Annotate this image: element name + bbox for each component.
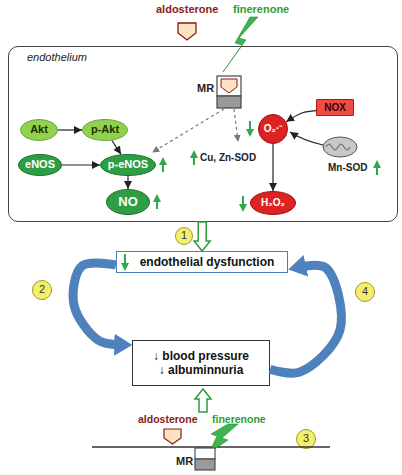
node-text: p-eNOS xyxy=(108,158,148,171)
node-text: p-Akt xyxy=(91,123,119,136)
aldosterone-symbol xyxy=(178,23,196,40)
decrease-arrow xyxy=(249,121,251,135)
callout-number-outline xyxy=(356,283,375,302)
kinase-ellipse-outline xyxy=(83,120,128,141)
receptor-symbol xyxy=(217,96,241,108)
node-text: Akt xyxy=(30,123,48,136)
dashed-arrow xyxy=(234,109,238,141)
feedback-arrow xyxy=(73,263,119,345)
callout-number-outline xyxy=(33,281,52,300)
enzyme-box: NOX xyxy=(316,99,354,116)
increase-arrow xyxy=(376,162,378,175)
callout-number: 3 xyxy=(296,429,316,449)
hollow-arrow xyxy=(194,222,210,251)
flow-arrow xyxy=(58,129,82,130)
flow-arrow xyxy=(286,111,316,122)
callout-number: 4 xyxy=(355,282,375,302)
callout-number: 1 xyxy=(175,227,193,245)
aldosterone-symbol xyxy=(221,79,237,93)
node-text: endothelium xyxy=(27,51,87,64)
drug-label: finerenone xyxy=(233,3,289,16)
ligand-label: aldosterone xyxy=(138,413,198,425)
node-text: endothelial dysfunction xyxy=(140,255,275,269)
receptor-symbol xyxy=(195,459,215,470)
node-text: 2 xyxy=(39,283,45,296)
receptor-label: MR xyxy=(176,455,193,468)
finerenone-bolt xyxy=(223,17,258,72)
molecule-ellipse: NO xyxy=(106,189,150,215)
enzyme-ellipse-outline xyxy=(19,155,62,176)
enzyme-label: Mn-SOD xyxy=(328,162,367,174)
callout-number-outline xyxy=(176,228,193,245)
mitochondrion-symbol xyxy=(326,144,350,150)
molecule-ellipse-outline xyxy=(251,192,296,215)
increase-arrow xyxy=(156,196,158,209)
cell-compartment: endotheliumAkt p-Akt NOX O₂·⁻ eNOS p-eNOS NO H₂… xyxy=(8,46,398,222)
node-text: eNOS xyxy=(25,158,55,171)
node-text: H₂O₂ xyxy=(261,197,285,209)
callout-number: 2 xyxy=(32,280,52,300)
receptor-label: MR xyxy=(197,82,214,95)
molecule-ellipse: H₂O₂ xyxy=(250,191,296,215)
kinase-ellipse: Akt xyxy=(20,119,58,141)
membrane-line xyxy=(92,446,330,447)
ligand-label: aldosterone xyxy=(156,3,218,16)
receptor-symbol xyxy=(217,76,241,96)
aldosterone-symbol xyxy=(164,429,181,444)
node-text: ↓ albuminnuria xyxy=(159,363,244,377)
molecule-ellipse-outline xyxy=(107,190,150,215)
outcome-box: ↓ blood pressure↓ albuminnuria xyxy=(132,340,270,386)
finerenone-bolt xyxy=(209,424,238,453)
radical-circle-outline xyxy=(259,115,288,144)
increase-arrow xyxy=(193,152,195,165)
node-text: NO xyxy=(118,194,138,210)
node-text: 1 xyxy=(181,229,187,242)
node-text: 3 xyxy=(303,432,309,445)
increase-arrow xyxy=(162,159,164,172)
node-text: ↓ blood pressure xyxy=(153,349,249,363)
flow-arrow xyxy=(272,144,273,191)
dashed-arrow xyxy=(153,109,224,152)
kinase-ellipse: p-Akt xyxy=(82,119,128,141)
source-line xyxy=(290,132,323,145)
flow-arrow xyxy=(112,140,121,154)
hollow-arrow xyxy=(195,389,211,412)
drug-label: finerenone xyxy=(212,413,266,425)
enzyme-ellipse: p-eNOS xyxy=(100,154,156,176)
decrease-arrow xyxy=(242,196,244,210)
mitochondrion-symbol xyxy=(323,137,357,157)
enzyme-ellipse-outline xyxy=(101,155,156,176)
node-text: 4 xyxy=(362,285,368,298)
flow-arrow xyxy=(62,164,100,165)
enzyme-ellipse: eNOS xyxy=(18,154,62,176)
kinase-ellipse-outline xyxy=(21,120,58,141)
callout-number-outline xyxy=(297,430,316,449)
receptor-symbol xyxy=(195,448,215,459)
feedback-arrow xyxy=(270,265,341,373)
node-text: O₂·⁻ xyxy=(264,123,283,135)
node-text: NOX xyxy=(324,102,346,114)
radical-circle: O₂·⁻ xyxy=(258,114,288,144)
flow-arrow xyxy=(127,176,128,189)
enzyme-label: Cu, Zn-SOD xyxy=(200,152,256,164)
outcome-box: endothelial dysfunction xyxy=(116,251,288,273)
